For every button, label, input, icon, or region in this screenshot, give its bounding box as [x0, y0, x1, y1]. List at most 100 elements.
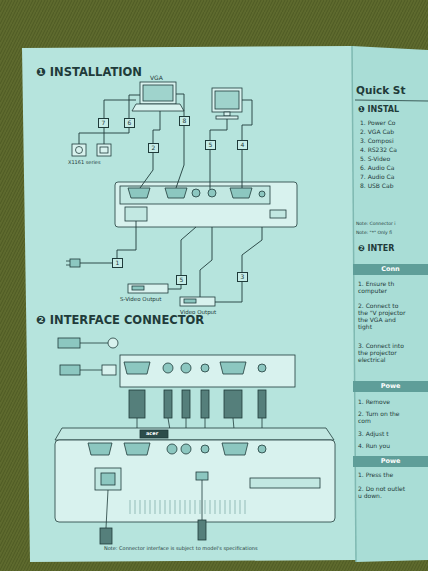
vent-slots — [160, 500, 161, 514]
footnote: Note: Connector i — [356, 221, 396, 226]
section-band: Powe — [353, 456, 428, 467]
device-drawing — [215, 91, 239, 109]
interface-drawing — [60, 365, 80, 375]
interface-drawing — [201, 364, 209, 372]
section-heading: ❶ INSTALLATION — [36, 66, 142, 79]
interface-drawing — [55, 428, 334, 440]
interface-drawing — [102, 365, 116, 375]
interface-drawing — [202, 480, 203, 520]
callout-text: 7 — [99, 120, 108, 127]
vent-slots — [200, 500, 201, 514]
callout-text: 2 — [149, 145, 158, 152]
interface-drawing — [129, 390, 145, 418]
device-drawing — [259, 191, 265, 197]
vent-slots — [175, 500, 176, 514]
device-drawing — [216, 116, 238, 119]
callout-number: 2 — [148, 143, 159, 153]
device-drawing — [72, 144, 86, 156]
manual-page — [352, 46, 428, 562]
device-drawing — [66, 261, 70, 262]
callout-number: 3 — [237, 272, 248, 282]
device-drawing — [132, 286, 144, 290]
callout-number: 7 — [98, 118, 109, 128]
vent-slots — [185, 500, 186, 514]
vent-slots — [215, 500, 216, 514]
vent-slots — [225, 500, 226, 514]
callout-number: 6 — [124, 118, 135, 128]
vent-slots — [150, 500, 151, 514]
vent-slots — [230, 500, 231, 514]
vent-slots — [210, 500, 211, 514]
interface-drawing — [196, 472, 208, 480]
device-drawing — [224, 112, 230, 116]
section-band: Conn — [353, 264, 428, 275]
step-text: 3. Adjust t — [358, 431, 389, 438]
device-drawing — [97, 144, 111, 156]
interface-drawing — [108, 338, 118, 348]
interface-drawing — [140, 430, 168, 438]
cable-line — [79, 128, 129, 144]
step-text: 1. Ensure th computer — [358, 281, 408, 295]
manual-page — [22, 46, 356, 562]
vent-slots — [235, 500, 236, 514]
interface-drawing — [163, 363, 173, 373]
vent-slots — [220, 500, 221, 514]
vent-slots — [245, 500, 246, 514]
device-label: VGA — [150, 75, 163, 82]
device-drawing — [70, 259, 80, 267]
device-drawing — [270, 210, 286, 218]
interface-drawing — [222, 443, 248, 455]
device-drawing — [128, 188, 150, 198]
step-text: 1. Press the — [358, 472, 393, 479]
interface-drawing — [124, 443, 150, 455]
cable-line — [215, 282, 242, 302]
interface-drawing — [201, 390, 209, 418]
cable-line — [168, 285, 181, 289]
cable-line — [104, 128, 105, 144]
cable-line — [140, 153, 153, 188]
vent-slots — [195, 500, 196, 514]
cable-line — [210, 119, 227, 140]
cable-line — [210, 150, 211, 189]
cable-line — [129, 95, 140, 118]
device-drawing — [100, 147, 108, 153]
interface-drawing — [258, 390, 266, 418]
list-item: 5. S-Video — [360, 156, 390, 163]
interface-drawing — [167, 444, 177, 454]
callout-text: 6 — [125, 120, 134, 127]
section-heading: ❶ INSTAL — [358, 105, 399, 114]
footnote: Note: "*" Only fi — [356, 230, 392, 235]
section-heading: ❷ INTER — [358, 244, 394, 253]
callout-text: 4 — [238, 142, 247, 149]
interface-drawing — [181, 363, 191, 373]
callout-text: 8 — [180, 118, 189, 125]
callout-text: 5 — [206, 142, 215, 149]
vent-slots — [140, 500, 141, 514]
interface-drawing — [201, 445, 209, 453]
vent-slots — [205, 500, 206, 514]
device-drawing — [212, 88, 242, 112]
step-text: 1. Remove — [358, 399, 390, 406]
device-drawing — [132, 104, 184, 111]
vent-slots — [155, 500, 156, 514]
manual-page — [352, 46, 356, 562]
device-drawing — [180, 297, 215, 306]
callout-text: 3 — [238, 274, 247, 281]
brand-logo: acer — [146, 431, 158, 437]
vent-slots — [130, 500, 131, 514]
interface-drawing — [80, 343, 108, 344]
step-text: 2. Do not outlet u down. — [358, 486, 408, 500]
device-drawing — [66, 265, 70, 266]
interface-drawing — [120, 355, 295, 387]
device-drawing — [120, 186, 270, 204]
list-item: 4. RS232 Ca — [360, 147, 397, 154]
list-item: 3. Composi — [360, 138, 394, 145]
model-label: X1161 series — [68, 160, 101, 166]
callout-number: 5 — [205, 140, 216, 150]
cable-line — [153, 111, 160, 143]
list-item: 2. VGA Cab — [360, 129, 394, 136]
cable-line — [104, 100, 136, 118]
cable-line — [181, 227, 196, 275]
list-item: 7. Audio Ca — [360, 174, 394, 181]
